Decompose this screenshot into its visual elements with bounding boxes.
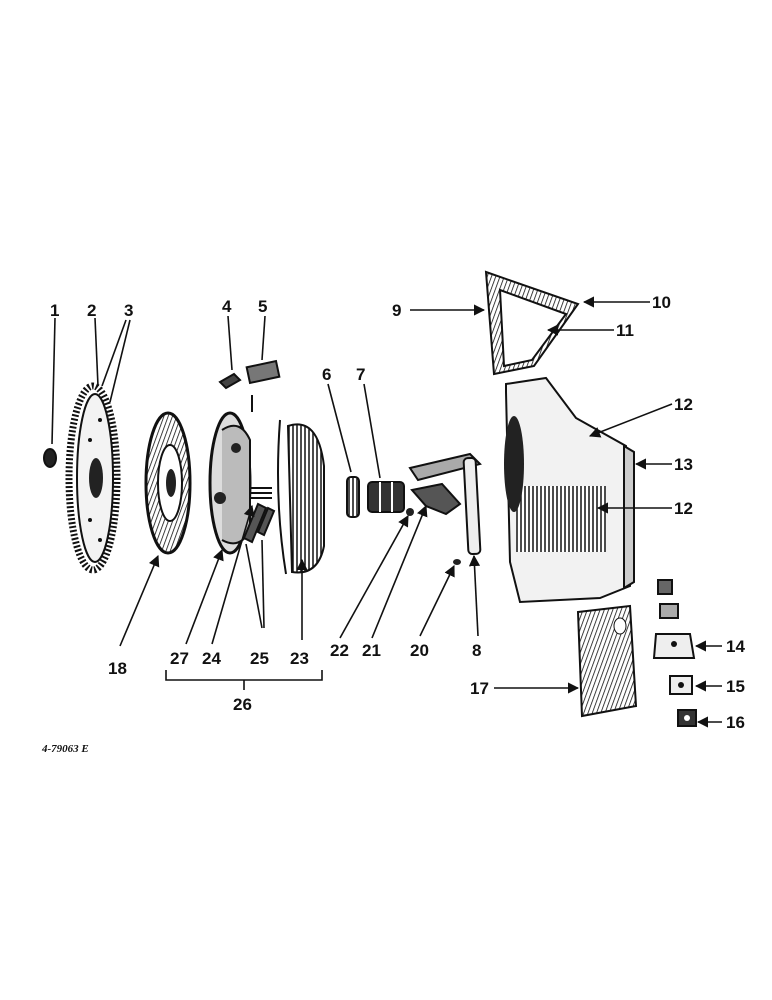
callout-8: 8: [472, 641, 481, 660]
callout-26: 26: [233, 695, 252, 714]
part-23-clutch-cover: [277, 419, 325, 575]
part-6-bushing: [346, 476, 360, 518]
callout-20: 20: [410, 641, 429, 660]
part-21-release-fork: [408, 452, 482, 516]
part-4-clip: [218, 372, 242, 390]
callout-22: 22: [330, 641, 349, 660]
callout-27: 27: [170, 649, 189, 668]
callout-17: 17: [470, 679, 489, 698]
callout-25: 25: [250, 649, 269, 668]
callout-10: 10: [652, 293, 671, 312]
callout-18: 18: [108, 659, 127, 678]
part-17-shield: [576, 604, 638, 718]
callout-numbers: 1 2 3 4 5 6 7 9 10 11 12 13 12 14 15 16 …: [50, 293, 745, 732]
callout-12-lower: 12: [674, 499, 693, 518]
part-22-ball: [406, 508, 414, 516]
callout-16: 16: [726, 713, 745, 732]
callout-4: 4: [222, 297, 232, 316]
part-15-plate: [669, 675, 693, 695]
part-14-bracket: [652, 633, 696, 659]
part-27-pressure-plate: [208, 411, 252, 555]
callout-11: 11: [616, 321, 634, 340]
part-8-cross-shaft: [462, 456, 482, 556]
part-14-upper-washers: [657, 579, 679, 619]
callout-12-upper: 12: [674, 395, 693, 414]
callout-1: 1: [50, 301, 59, 320]
part-7-release-bearing: [367, 481, 405, 513]
callout-3: 3: [124, 301, 133, 320]
part-24-spring: [250, 487, 272, 499]
callout-13: 13: [674, 455, 693, 474]
callout-7: 7: [356, 365, 365, 384]
callout-14: 14: [726, 637, 745, 656]
callout-24: 24: [202, 649, 221, 668]
callout-6: 6: [322, 365, 331, 384]
figure-id: 4-79063 E: [41, 743, 89, 755]
callout-21: 21: [362, 641, 381, 660]
leader-lines: [51, 296, 722, 728]
callout-5: 5: [258, 297, 267, 316]
part-11-inspection-cover: [484, 270, 580, 376]
callout-15: 15: [726, 677, 745, 696]
part-1-plug: [43, 448, 57, 468]
callout-23: 23: [290, 649, 309, 668]
callout-2: 2: [87, 301, 96, 320]
part-13-clutch-housing: [504, 376, 635, 604]
part-16-nut: [677, 709, 697, 727]
part-5-bracket: [245, 359, 281, 412]
callout-9: 9: [392, 301, 401, 320]
part-20-key: [453, 559, 461, 565]
part-18-clutch-disc: [144, 411, 192, 555]
part-2-flywheel: [65, 382, 121, 574]
